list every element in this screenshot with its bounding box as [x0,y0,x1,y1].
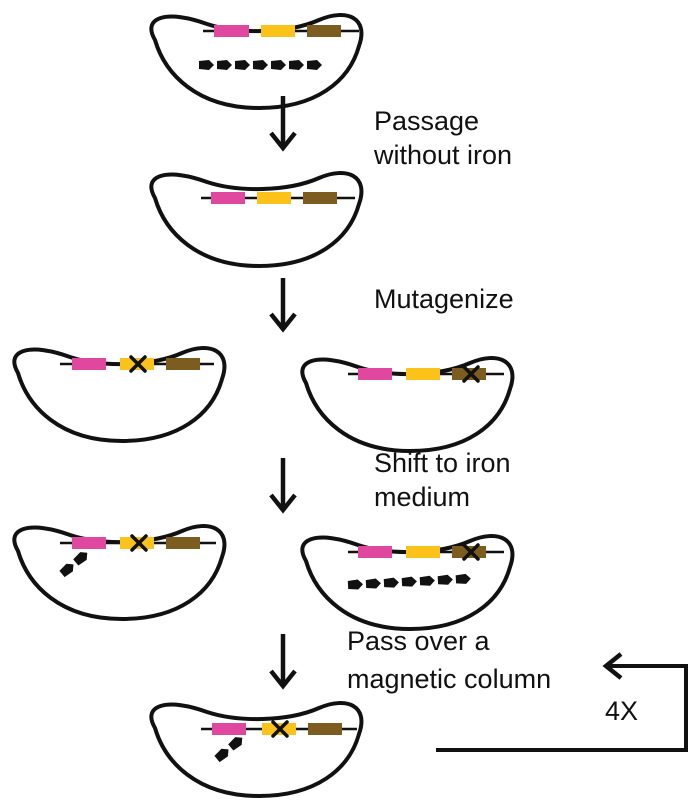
gene-segment-1 [358,368,392,380]
cell-iron-gene3 [300,534,515,631]
step-label-column: Pass over a [347,626,491,656]
magnetosome-segment [271,60,286,70]
gene-segment-1 [72,537,106,549]
magnetosome-segment [235,60,250,70]
loop-repeat-label: 4X [605,696,638,726]
magnetosome-segment [289,60,304,70]
magnetosome-segment [347,579,363,590]
bacterium-cell-icon [149,701,364,798]
magnetosome-segment [401,576,417,587]
gene-segment-1 [212,723,246,735]
cell-iron-gene2 [12,524,227,621]
magnetosome-fragment-icon [214,737,243,763]
gene-segment-2 [406,546,440,558]
magnetosome-segment [214,748,229,763]
magnetosome-segment [228,737,243,751]
gene-segment-1 [358,546,392,558]
down-arrow-2-icon [269,278,297,333]
down-arrow-4-icon [269,634,297,690]
magnetosome-segment [365,578,381,589]
mutation-x-icon [462,365,480,383]
magnetosome-segment [217,60,232,70]
magnetosome-segment [455,573,471,584]
step-label-mutagenize: Mutagenize [374,284,514,314]
gene-segment-3 [166,537,200,549]
cell-mutant-gene2 [12,346,227,443]
gene-segment-1 [72,358,106,370]
gene-segment-3 [166,358,200,370]
down-arrow-1-icon [269,96,297,152]
magnetosome-segment [419,575,435,586]
magnetosome-segment [199,60,214,70]
cell-wildtype [149,13,364,110]
step-label-shift: Shift to iron [374,448,511,478]
gene-segment-3 [307,25,341,37]
magnetosome-segment [73,552,88,566]
cell-no-iron [149,171,364,268]
gene-segment-1 [211,192,245,204]
magnetosome-chain-icon [347,573,471,590]
down-arrow-3-icon [269,458,297,514]
loop-arrow-icon [436,652,688,752]
cell-mutant-gene3 [300,356,515,453]
mutation-x-icon [129,355,147,373]
step-label-shift-line2: medium [374,482,470,512]
gene-segment-3 [303,192,337,204]
step-label-passage-line2: without iron [373,140,512,170]
gene-segment-1 [214,25,249,37]
mutation-x-icon [130,534,148,552]
step-label-passage: Passage [374,106,479,136]
magnetosome-fragment-icon [59,552,88,578]
magnetosome-segment [437,574,453,585]
cell-enriched [149,701,364,798]
magnetosome-segment [59,563,74,578]
magnetosome-chain-icon [199,60,322,70]
mutation-x-icon [462,543,480,561]
mutation-x-icon [271,720,289,738]
step-label-column-line2: magnetic column [347,664,551,694]
magnetosome-segment [253,60,268,70]
gene-segment-2 [261,25,295,37]
magnetosome-segment [307,60,322,70]
gene-segment-2 [406,368,440,380]
gene-segment-2 [257,192,291,204]
bacterium-cell-icon [149,171,364,268]
magnetosome-segment [383,577,399,588]
gene-segment-3 [308,723,342,735]
